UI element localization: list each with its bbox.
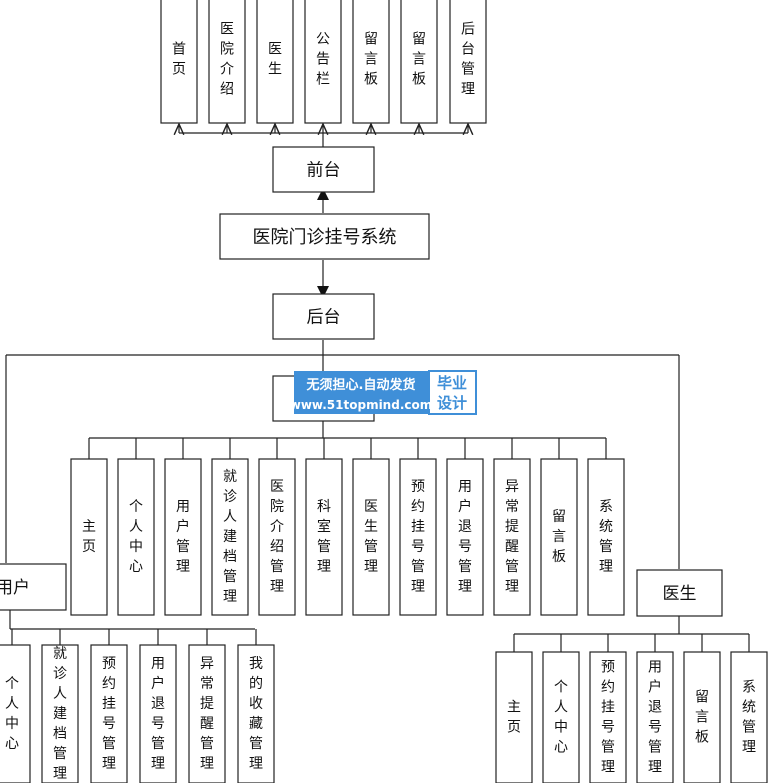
user-node: 用户 xyxy=(0,563,67,611)
node-label: 主页 xyxy=(82,519,96,555)
watermark-badge xyxy=(428,370,477,415)
node-label: 公告栏 xyxy=(316,32,330,88)
doctor-module-5: 留言板 xyxy=(683,651,721,783)
node-label: 个人中心 xyxy=(554,680,568,756)
node-label: 医生 xyxy=(268,42,282,78)
admin-module-2: 个人中心 xyxy=(117,458,155,616)
user-module-1: 个人中心 xyxy=(0,644,31,783)
node-label: 系统管理 xyxy=(599,499,613,575)
admin-module-4: 就诊人建档管理 xyxy=(211,458,249,616)
admin-module-5: 医院介绍管理 xyxy=(258,458,296,616)
node-label: 前台 xyxy=(307,161,341,181)
admin-module-8: 预约挂号管理 xyxy=(399,458,437,616)
node-label: 后台管理 xyxy=(461,22,475,98)
node-label: 个人中心 xyxy=(129,499,143,575)
node-label: 首页 xyxy=(172,42,186,78)
watermark-background xyxy=(294,371,429,414)
node-label: 医院介绍管理 xyxy=(270,479,284,595)
system-root-node: 医院门诊挂号系统 xyxy=(219,213,430,260)
node-label: 用户 xyxy=(0,578,30,598)
node-label: 预约挂号管理 xyxy=(411,479,425,595)
admin-module-9: 用户退号管理 xyxy=(446,458,484,616)
user-module-5: 异常提醒管理 xyxy=(188,644,226,783)
node-label: 主页 xyxy=(507,700,521,736)
user-module-2: 就诊人建档管理 xyxy=(41,644,79,783)
watermark-side-text: 毕业设计 xyxy=(437,374,467,412)
node-label: 留言板 xyxy=(364,32,378,88)
node-label: 医生管理 xyxy=(364,499,378,575)
node-label: 我的收藏管理 xyxy=(249,656,263,772)
node-label: 异常提醒管理 xyxy=(505,479,519,595)
node-label: 用户退号管理 xyxy=(458,479,472,595)
frontend-module-7: 后台管理 xyxy=(449,0,487,124)
node-label: 个人中心 xyxy=(5,676,19,752)
watermark-text: 无须担心.自动发货 xyxy=(306,377,416,393)
node-label: 预约挂号管理 xyxy=(601,660,615,776)
node-label: 留言板 xyxy=(695,690,709,746)
admin-module-12: 系统管理 xyxy=(587,458,625,616)
frontend-module-1: 首页 xyxy=(160,0,198,124)
doctor-node: 医生 xyxy=(636,569,723,617)
frontend-module-5: 留言板 xyxy=(352,0,390,124)
node-label: 医院介绍 xyxy=(220,22,234,98)
doctor-module-3: 预约挂号管理 xyxy=(589,651,627,783)
backend-node: 后台 xyxy=(272,293,375,340)
admin-module-3: 用户管理 xyxy=(164,458,202,616)
watermark-text: www.51topmind.com xyxy=(290,398,433,412)
node-label: 用户退号管理 xyxy=(151,656,165,772)
node-label: 医生 xyxy=(663,584,697,604)
user-module-4: 用户退号管理 xyxy=(139,644,177,783)
user-module-6: 我的收藏管理 xyxy=(237,644,275,783)
frontend-module-2: 医院介绍 xyxy=(208,0,246,124)
admin-module-6: 科室管理 xyxy=(305,458,343,616)
node-label: 系统管理 xyxy=(742,680,756,756)
frontend-module-6: 留言板 xyxy=(400,0,438,124)
doctor-module-2: 个人中心 xyxy=(542,651,580,783)
admin-module-7: 医生管理 xyxy=(352,458,390,616)
node-label: 用户退号管理 xyxy=(648,660,662,776)
node-label: 科室管理 xyxy=(317,499,331,575)
node-label: 就诊人建档管理 xyxy=(53,646,67,782)
frontend-node: 前台 xyxy=(272,146,375,193)
doctor-module-6: 系统管理 xyxy=(730,651,768,783)
watermark: 无须担心.自动发货 www.51topmind.com 毕业设计 xyxy=(290,370,477,415)
node-label: 后台 xyxy=(307,308,341,328)
doctor-module-1: 主页 xyxy=(495,651,533,783)
node-label: 用户管理 xyxy=(176,499,190,575)
admin-module-10: 异常提醒管理 xyxy=(493,458,531,616)
admin-module-11: 留言板 xyxy=(540,458,578,616)
node-label: 医院门诊挂号系统 xyxy=(253,227,397,248)
node-label: 留言板 xyxy=(412,32,426,88)
node-label: 就诊人建档管理 xyxy=(223,469,237,605)
user-module-3: 预约挂号管理 xyxy=(90,644,128,783)
node-label: 预约挂号管理 xyxy=(102,656,116,772)
frontend-module-4: 公告栏 xyxy=(304,0,342,124)
admin-module-1: 主页 xyxy=(70,458,108,616)
frontend-module-3: 医生 xyxy=(256,0,294,124)
node-label: 异常提醒管理 xyxy=(200,656,214,772)
node-label: 留言板 xyxy=(552,509,566,565)
doctor-module-4: 用户退号管理 xyxy=(636,651,674,783)
